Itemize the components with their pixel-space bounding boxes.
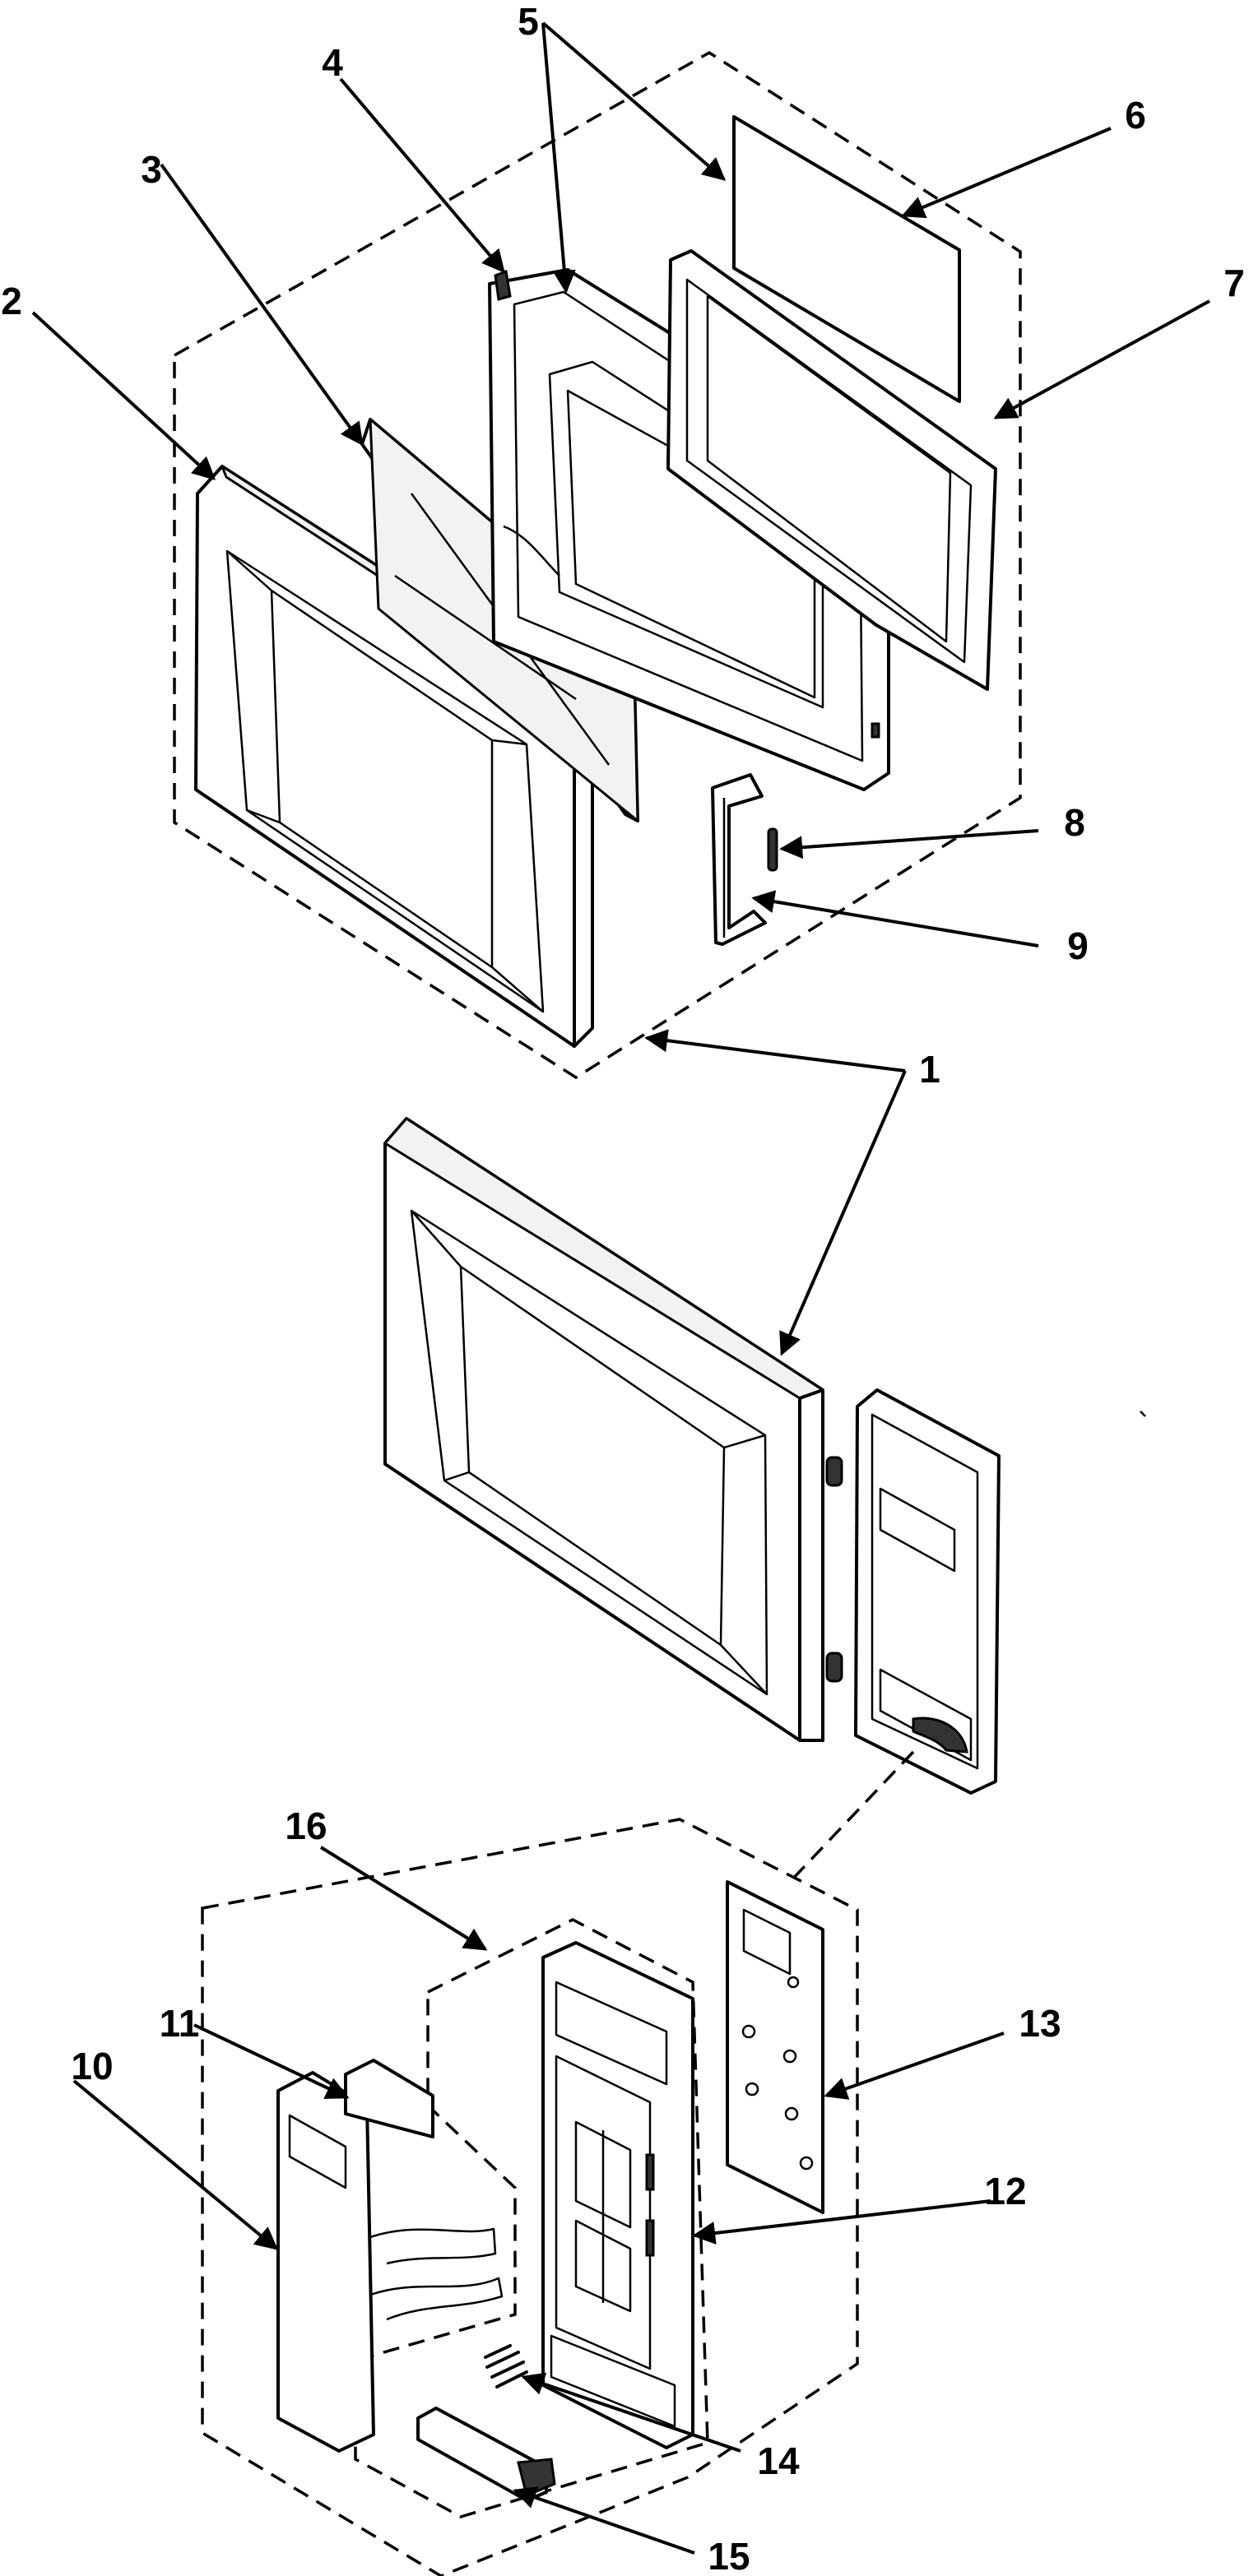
callout-7: 7 <box>1223 262 1245 304</box>
door-open-button-part <box>416 2407 556 2502</box>
cover-plate-part <box>732 115 961 403</box>
latch-hook-part <box>711 773 767 946</box>
callout-16: 16 <box>285 1805 327 1847</box>
callout-4: 4 <box>322 41 343 84</box>
circuit-board-part <box>726 1880 824 2214</box>
callout-8: 8 <box>1064 801 1085 844</box>
callout-5: 5 <box>518 0 539 43</box>
control-housing-part <box>541 1941 694 2449</box>
assembled-door-part <box>383 1117 843 1742</box>
latch-spring-part <box>767 827 778 872</box>
leader-lines <box>31 21 1210 2555</box>
callout-14: 14 <box>757 2439 800 2482</box>
callout-3: 3 <box>141 148 162 191</box>
assembly-connector-line <box>788 1750 915 1883</box>
callout-10: 10 <box>71 2045 113 2087</box>
membrane-keypad-part <box>276 2071 504 2453</box>
door-assembly-outline <box>173 50 1022 1080</box>
callout-12: 12 <box>984 2170 1026 2212</box>
callout-2: 2 <box>1 280 22 322</box>
control-unit-subgroup-outline <box>354 1918 709 2518</box>
stray-mark <box>1140 1411 1146 1417</box>
callout-11: 11 <box>160 2002 200 2045</box>
door-seal-frame-part <box>666 249 997 691</box>
control-panel-assembly-outline <box>201 1818 859 2576</box>
callout-1: 1 <box>919 1048 940 1091</box>
push-spring-part <box>484 2344 528 2388</box>
display-film-part <box>344 2059 434 2138</box>
control-panel-assembled <box>854 1388 1001 1795</box>
callout-9: 9 <box>1067 924 1089 967</box>
callout-13: 13 <box>1019 2002 1061 2045</box>
callout-15: 15 <box>708 2535 750 2576</box>
callout-6: 6 <box>1125 94 1146 137</box>
